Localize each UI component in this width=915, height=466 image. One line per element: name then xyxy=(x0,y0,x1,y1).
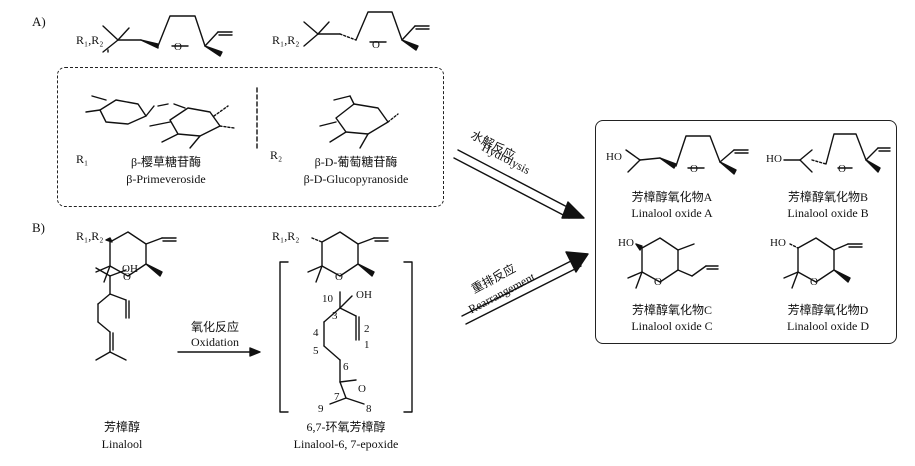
product-a-oxygen: O xyxy=(690,163,698,175)
glycoside-box xyxy=(57,67,444,207)
glucopyranoside-en: β-D-Glucopyranoside xyxy=(303,172,409,186)
section-b-label: B) xyxy=(32,220,45,235)
atom-number-4: 4 xyxy=(313,327,319,339)
product-a-structure xyxy=(625,135,749,175)
r-group-label-a1: R₁,R₂ xyxy=(76,33,104,47)
product-b-hydroxyl: HO xyxy=(766,153,782,165)
hydrolysis-arrow xyxy=(453,149,585,219)
product-d-structure xyxy=(783,237,863,289)
ring-oxygen-a2: O xyxy=(372,39,380,51)
pyran-structure-b2 xyxy=(307,231,389,283)
thf-structure-a2 xyxy=(303,11,430,51)
product-b-oxygen: O xyxy=(838,163,846,175)
glucopyranoside-zh: β-D-葡萄糖苷酶 xyxy=(314,155,398,169)
product-c-en: Linalool oxide C xyxy=(631,319,713,333)
linalool-epoxide-structure xyxy=(279,261,413,413)
epoxide-en: Linalool-6, 7-epoxide xyxy=(293,437,399,451)
r2-label: R₂ xyxy=(270,148,283,162)
atom-number-5: 5 xyxy=(313,345,319,357)
section-a-label: A) xyxy=(32,14,46,29)
atom-number-9: 9 xyxy=(318,403,324,415)
product-c-hydroxyl: HO xyxy=(618,237,634,249)
epoxide-hydroxyl: OH xyxy=(356,289,372,301)
oxidation-zh: 氧化反应 xyxy=(190,320,240,334)
primeveroside-en: β-Primeveroside xyxy=(126,172,206,186)
product-d-hydroxyl: HO xyxy=(770,237,786,249)
atom-number-6: 6 xyxy=(343,361,349,373)
product-a-hydroxyl: HO xyxy=(606,151,622,163)
product-d-oxygen: O xyxy=(810,276,818,288)
atom-number-8: 8 xyxy=(366,403,372,415)
primeveroside-structure xyxy=(85,95,235,149)
r1-label: R₁ xyxy=(76,152,89,166)
ring-oxygen-a1: O xyxy=(174,41,182,53)
product-b-zh: 芳樟醇氧化物B xyxy=(787,190,869,204)
oxidation-arrow xyxy=(177,347,261,357)
atom-number-3: 3 xyxy=(332,310,338,322)
epoxide-oxygen: O xyxy=(358,383,366,395)
linalool-zh: 芳樟醇 xyxy=(103,420,141,434)
atom-number-10: 10 xyxy=(322,293,333,305)
ring-oxygen-b1: O xyxy=(123,271,131,283)
r-group-label-a2: R₁,R₂ xyxy=(272,33,300,47)
product-b-en: Linalool oxide B xyxy=(787,206,869,220)
glucopyranoside-structure xyxy=(319,95,399,149)
product-b-structure xyxy=(783,133,891,173)
product-a-zh: 芳樟醇氧化物A xyxy=(631,190,713,204)
product-c-zh: 芳樟醇氧化物C xyxy=(631,303,713,317)
primeveroside-zh: β-樱草糖苷酶 xyxy=(130,155,202,169)
linalool-structure xyxy=(95,267,130,361)
rearrangement-arrow xyxy=(461,251,589,325)
thf-structure-a1 xyxy=(102,15,233,57)
atom-number-1: 1 xyxy=(364,339,370,351)
r-group-label-b2: R₁,R₂ xyxy=(272,229,300,243)
r-group-label-b1: R₁,R₂ xyxy=(76,229,104,243)
product-c-oxygen: O xyxy=(654,276,662,288)
linalool-hydroxyl: OH xyxy=(122,263,138,275)
products-box xyxy=(595,120,897,344)
ring-oxygen-b2: O xyxy=(335,271,343,283)
epoxide-zh: 6,7-环氧芳樟醇 xyxy=(306,420,386,434)
product-d-en: Linalool oxide D xyxy=(787,319,869,333)
atom-number-7: 7 xyxy=(334,391,340,403)
product-c-structure xyxy=(627,237,719,289)
linalool-en: Linalool xyxy=(101,437,143,451)
atom-number-2: 2 xyxy=(364,323,370,335)
product-a-en: Linalool oxide A xyxy=(631,206,713,220)
product-d-zh: 芳樟醇氧化物D xyxy=(787,303,869,317)
oxidation-en: Oxidation xyxy=(191,335,239,349)
